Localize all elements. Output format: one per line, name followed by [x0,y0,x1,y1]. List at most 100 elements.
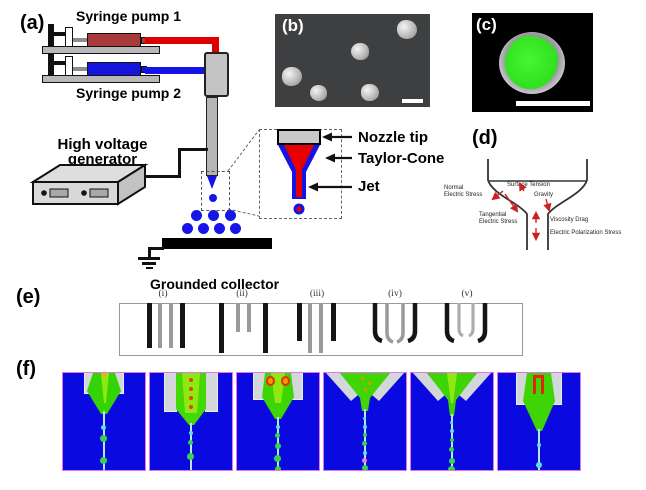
config-v-numeral: (v) [461,289,473,299]
droplet [225,210,236,221]
pump1-base [42,46,160,54]
microparticle [397,20,417,39]
jet-label: Jet [358,178,380,195]
sim-droplet [189,431,193,435]
grounded-collector-label: Grounded collector [150,276,280,292]
sim-droplet [187,453,194,460]
pump2-base [42,75,160,83]
droplet [182,223,193,234]
sim-droplet [275,433,280,438]
panel-c-label: (c) [476,15,497,34]
droplet [208,210,219,221]
inner-wall [236,303,240,332]
sim-droplet [450,438,454,442]
scale-bar [516,101,590,106]
hv-wire-top [178,148,208,151]
ground-wire-v [148,247,151,257]
pump2-rod [73,67,88,71]
force-label-tangential-2: Electric Stress [479,219,518,225]
droplet [198,223,209,234]
panel-c-fluorescence-image: (c) [472,13,593,112]
sim-accent [361,377,364,380]
collector-bar [162,238,272,249]
panel-b-sem-image: (b) [275,14,430,107]
generator-display [49,188,69,198]
nozzle-body [204,52,229,97]
sim-accent [189,396,193,400]
panel-f-label: (f) [16,358,36,380]
sim-panel-4 [323,372,407,471]
sim-panel-1 [62,372,146,471]
fluorescent-core [505,36,558,89]
force-label-tangential-1: Tangential [479,212,507,218]
sim-droplet [362,441,367,446]
pump1-arm [54,32,66,36]
config-i-numeral: (i) [158,289,168,299]
sim-cone-core [182,373,200,413]
sim-cone-core [101,373,109,403]
high-voltage-generator [29,163,149,206]
droplet [209,194,217,202]
pump2-post [48,53,54,77]
hv-wire-bottom [145,175,181,178]
config-iv-numeral: (iv) [388,289,402,299]
sim-panel-2 [149,372,233,471]
ground-stroke-3 [146,266,153,269]
syringe-pump-1-label: Syringe pump 1 [76,8,182,24]
outer-wall [219,303,224,353]
sim-jet [538,429,540,470]
sim-droplet [362,465,368,470]
sim-jet [190,423,192,470]
sim-vortex [281,376,290,386]
sim-nozzle-wall [254,373,265,399]
force-label-gravity: Gravity [534,192,554,198]
sim-droplet [536,462,542,468]
inner-wall [308,303,312,353]
outer-wall [297,303,302,341]
sim-droplet [363,451,367,455]
sim-droplet [276,425,280,429]
sim-droplet [363,433,367,437]
outer-wall [147,303,152,348]
inset-arrowheads [308,132,335,192]
inset-droplet-core [296,206,302,212]
sim-jet [364,409,366,470]
outer-wall [263,303,268,353]
zoom-connector-line [227,208,260,217]
sim-droplet [100,457,107,464]
sim-droplet [188,440,193,445]
pump1-rod [73,38,88,42]
inset-arrows [317,135,352,189]
scale-bar [402,99,423,103]
sim-nozzle-wall [551,373,561,404]
force-label-normal-1: Normal [444,185,464,191]
sim-accent [533,375,544,378]
sim-droplet [449,458,455,464]
sim-panel-3 [236,372,320,471]
sim-droplet [537,443,541,447]
pump2-arm [54,61,66,65]
hv-generator-label-line2: generator [67,151,138,168]
sim-droplet [100,435,107,442]
sim-droplet [450,429,454,433]
microparticle [361,84,379,101]
sim-droplet [448,466,455,470]
force-label-normal-2: Electric Stress [444,192,483,198]
generator-knob [81,190,87,196]
panel-d-label: (d) [472,127,498,149]
inner-wall [247,303,251,332]
generator-display [89,188,109,198]
hv-wire-vertical [178,148,181,178]
needle-tip-cone [206,176,217,189]
sim-accent [189,405,193,409]
sim-droplet [275,466,281,470]
droplet [191,210,202,221]
outer-wall [331,303,336,341]
sim-nozzle-wall [85,373,94,393]
sim-jet [451,414,453,470]
inner-wall [169,303,173,348]
sim-accent [189,378,193,382]
sim-droplet [363,417,366,420]
